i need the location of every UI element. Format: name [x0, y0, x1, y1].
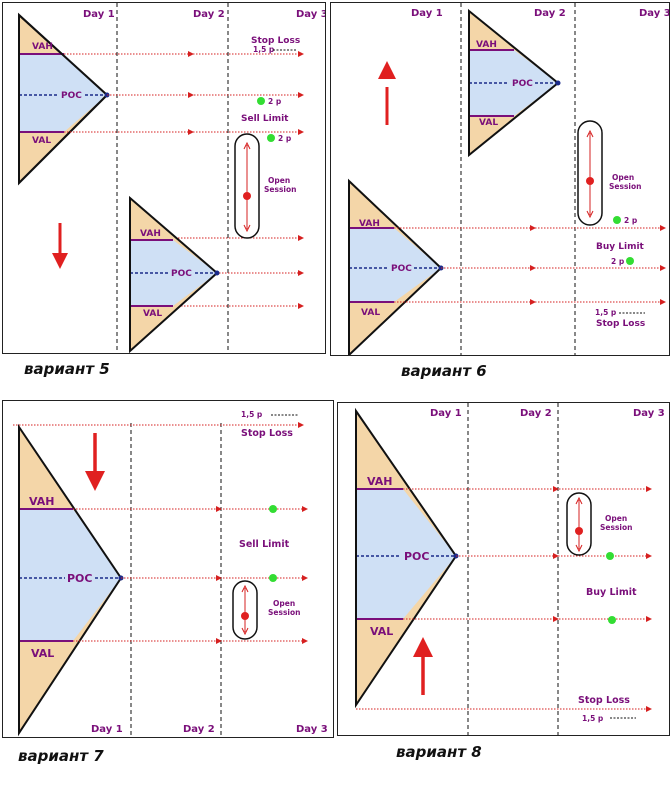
day-3-label: Day 3 — [633, 408, 665, 419]
entry-dot — [608, 616, 616, 624]
panel-variant-8: Day 1 Day 2 Day 3 VAH POC VAL — [337, 402, 670, 736]
stop-loss-label: Stop Loss — [251, 36, 300, 46]
open-session-label: Session — [609, 182, 641, 191]
poc-label: POC — [391, 264, 412, 274]
open-session-label: Open — [605, 514, 627, 523]
open-session-range — [566, 492, 592, 556]
val-label: VAL — [479, 118, 498, 128]
vah-label: VAH — [359, 219, 380, 229]
day-2-label: Day 2 — [534, 8, 566, 19]
entry-dot — [626, 257, 634, 265]
day-2-label: Day 2 — [520, 408, 552, 419]
val-label: VAL — [31, 647, 54, 660]
variant-5-diagram: Day 1 Day 2 Day 3 VAH POC VAL — [18, 3, 326, 353]
session-open-dot — [243, 192, 251, 200]
stop-loss-label: Stop Loss — [596, 319, 645, 329]
open-session-range — [232, 580, 258, 640]
panel-variant-7: Day 1 Day 2 Day 3 1,5 p Stop Loss VAH PO… — [2, 400, 334, 738]
caption-variant-6: вариант 6 — [401, 362, 487, 380]
caption-variant-8: вариант 8 — [396, 743, 482, 761]
value-area — [19, 54, 107, 132]
entry-dot — [267, 134, 275, 142]
day-3-label: Day 3 — [639, 8, 670, 19]
open-session-label: Session — [268, 608, 300, 617]
val-label: VAL — [143, 309, 162, 319]
val-label: VAL — [361, 308, 380, 318]
order-pips-label: 2 p — [278, 134, 292, 143]
order-pips-label: 2 p — [268, 97, 282, 106]
sell-limit-label: Sell Limit — [239, 539, 290, 550]
stop-pips-label: 1,5 p — [582, 714, 604, 723]
sell-limit-label: Sell Limit — [241, 114, 289, 124]
open-session-range — [234, 133, 260, 239]
variant-7-diagram: Day 1 Day 2 Day 3 1,5 p Stop Loss VAH PO… — [13, 410, 328, 737]
open-session-label: Session — [600, 523, 632, 532]
day-3-label: Day 3 — [296, 9, 326, 20]
day-2-label: Day 2 — [193, 9, 225, 20]
buy-limit-label: Buy Limit — [596, 242, 645, 252]
vah-label: VAH — [29, 495, 55, 508]
panel-variant-5: Day 1 Day 2 Day 3 VAH POC VAL — [2, 2, 326, 354]
open-session-label: Open — [273, 599, 295, 608]
stop-pips-label: 1,5 p — [241, 410, 263, 419]
stop-loss-label: Stop Loss — [241, 428, 293, 439]
vah-label: VAH — [367, 475, 393, 488]
stop-pips-label: 1,5 p — [595, 308, 617, 317]
day-2-label: Day 2 — [183, 724, 215, 735]
open-session-label: Open — [612, 173, 634, 182]
vah-label: VAH — [476, 40, 497, 50]
variant-8-diagram: Day 1 Day 2 Day 3 VAH POC VAL — [355, 403, 665, 735]
vah-label: VAH — [32, 42, 53, 52]
entry-dot — [269, 574, 277, 582]
poc-label: POC — [61, 91, 82, 101]
value-area-2 — [130, 240, 217, 306]
entry-dot — [257, 97, 265, 105]
day-3-label: Day 3 — [296, 724, 328, 735]
day-1-label: Day 1 — [83, 9, 115, 20]
panel-variant-6: Day 1 Day 2 Day 3 VAH POC VAL VAH POC VA… — [330, 2, 670, 356]
caption-variant-7: вариант 7 — [18, 747, 104, 765]
entry-dot — [613, 216, 621, 224]
buy-limit-label: Buy Limit — [586, 587, 637, 598]
entry-dot — [269, 505, 277, 513]
poc-label: POC — [512, 79, 533, 89]
vah-label: VAH — [140, 229, 161, 239]
val-label: VAL — [32, 136, 51, 146]
poc-label: POC — [404, 550, 430, 563]
variant-6-diagram: Day 1 Day 2 Day 3 VAH POC VAL VAH POC VA… — [348, 3, 670, 355]
entry-dot — [606, 552, 614, 560]
open-session-label: Open — [268, 176, 290, 185]
order-pips-label: 2 p — [624, 216, 638, 225]
order-pips-label: 2 p — [611, 257, 625, 266]
day-1-label: Day 1 — [91, 724, 123, 735]
stop-loss-label: Stop Loss — [578, 695, 630, 706]
day-1-label: Day 1 — [411, 8, 443, 19]
open-session-range — [577, 120, 603, 226]
stop-pips-label: 1,5 p — [253, 45, 275, 54]
poc-label: POC — [171, 269, 192, 279]
val-label: VAL — [370, 625, 393, 638]
day-1-label: Day 1 — [430, 408, 462, 419]
caption-variant-5: вариант 5 — [24, 360, 110, 378]
open-session-label: Session — [264, 185, 296, 194]
poc-label: POC — [67, 572, 93, 585]
